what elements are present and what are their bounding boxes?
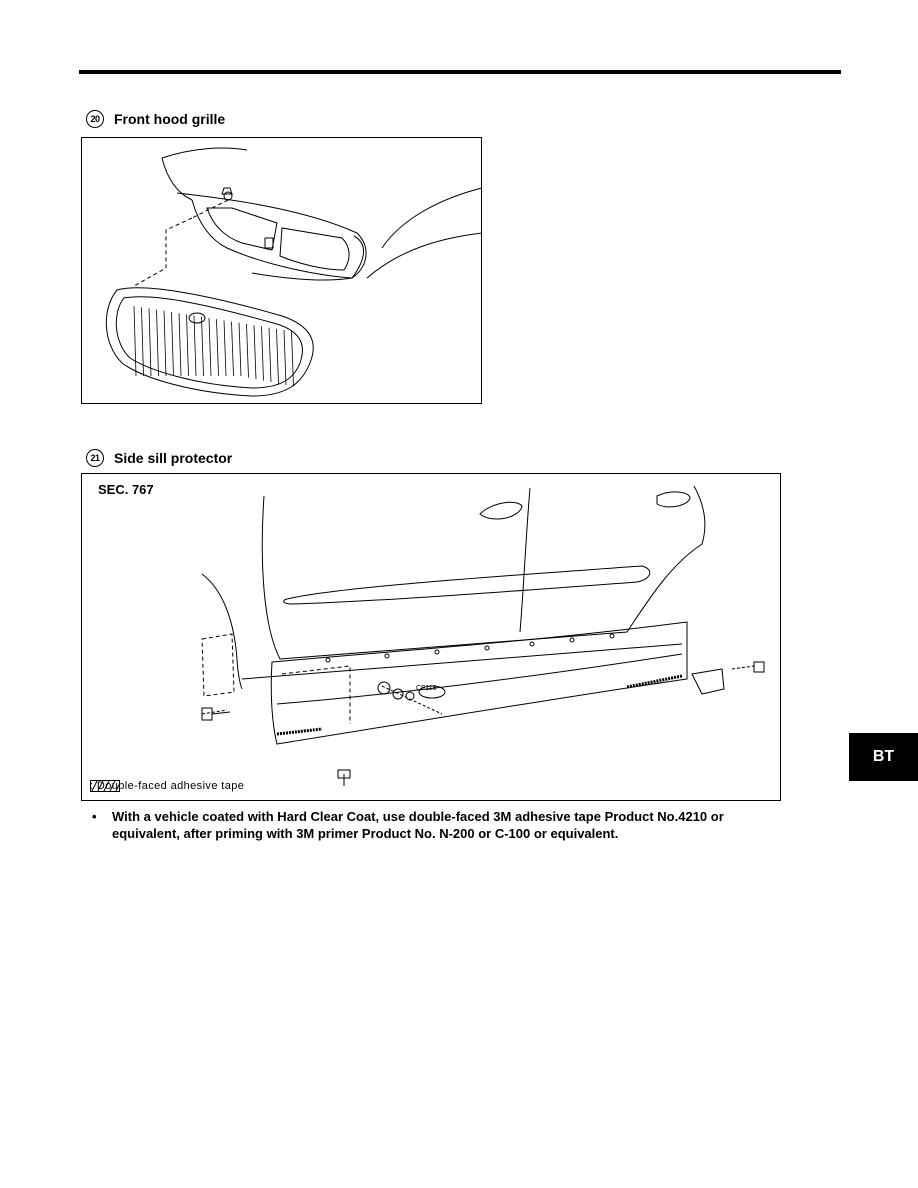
side-sill-protector-figure: SEC. 767 — [81, 473, 781, 801]
section-heading-front-hood-grille: 20 Front hood grille — [86, 110, 225, 128]
grille-bar — [201, 316, 204, 377]
grille-bar — [223, 320, 227, 377]
grille-bar — [283, 329, 287, 386]
legend-text: : Double-faced adhesive tape — [90, 780, 245, 792]
section-code-label: SEC. 767 — [98, 482, 154, 497]
side-sill-protector-drawing — [201, 485, 765, 786]
grille-bar — [163, 310, 167, 377]
grille-bar — [253, 325, 257, 380]
section-title: Front hood grille — [114, 111, 226, 127]
section-number-badge: 21 — [86, 449, 104, 467]
bullet: • — [92, 809, 97, 824]
section-tab-bt: BT — [849, 733, 918, 781]
grille-bar — [178, 313, 182, 377]
top-rule — [79, 70, 841, 74]
grille-bar — [141, 307, 144, 377]
grille-bar — [208, 317, 212, 377]
grille-bar — [156, 309, 159, 377]
section-number-badge: 20 — [86, 110, 104, 128]
adhesive-tape-legend: : Double-faced adhesive tape — [90, 780, 244, 792]
grille-bar — [148, 308, 152, 377]
grille-bar — [216, 319, 219, 377]
section-heading-side-sill-protector: 21 Side sill protector — [86, 449, 232, 467]
clip-part-code: CF118 — [416, 685, 437, 692]
grille-bar — [171, 311, 174, 377]
grille-bar — [268, 327, 272, 383]
grille-bar — [133, 305, 137, 377]
grille-bar — [261, 326, 264, 381]
note-text: With a vehicle coated with Hard Clear Co… — [112, 809, 724, 841]
grille-bar — [186, 314, 189, 377]
hatch-swatch-icon — [90, 780, 120, 792]
grille-bar — [291, 331, 294, 387]
section-title: Side sill protector — [114, 450, 233, 466]
grille-bar — [238, 322, 242, 377]
front-hood-grille-figure — [81, 137, 483, 404]
grille-bar — [276, 328, 279, 384]
front-hood-grille-drawing — [105, 147, 483, 397]
grille-bar — [193, 315, 197, 377]
procedure-note: • With a vehicle coated with Hard Clear … — [92, 808, 792, 842]
grille-bar — [246, 323, 249, 378]
grille-bar — [231, 321, 234, 377]
